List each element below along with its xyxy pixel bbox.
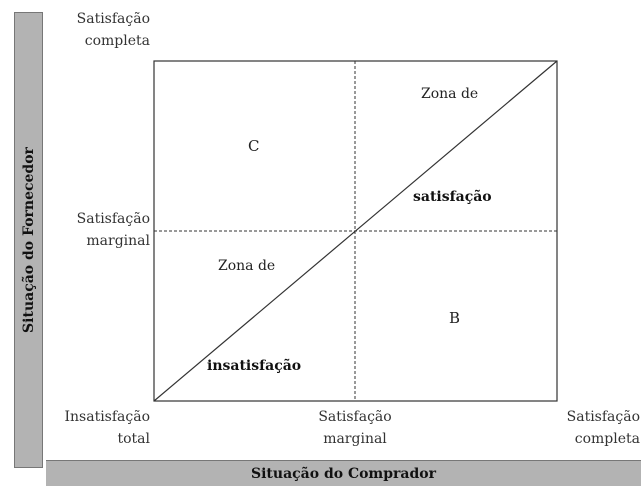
lower-zone-label-line1: Zona de bbox=[218, 258, 276, 274]
x-axis-bar: Situação do Comprador bbox=[46, 460, 641, 486]
diagonal-line bbox=[153, 60, 558, 402]
x-level-right: Satisfação completa bbox=[566, 409, 640, 447]
upper-zone-label-line1: Zona de bbox=[421, 86, 479, 102]
y-level-top: Satisfação completa bbox=[76, 11, 150, 49]
quadrant-c-label: C bbox=[248, 137, 260, 155]
y-level-bottom: Insatisfação total bbox=[64, 409, 150, 447]
quadrant-b-label: B bbox=[449, 309, 461, 327]
lower-zone-label-line2: insatisfação bbox=[207, 358, 302, 374]
x-level-middle: Satisfação marginal bbox=[318, 409, 392, 447]
y-level-middle: Satisfação marginal bbox=[76, 211, 150, 249]
y-axis-bar: Situação do Fornecedor bbox=[14, 12, 43, 468]
x-axis-title: Situação do Comprador bbox=[251, 465, 436, 482]
upper-zone-label-line2: satisfação bbox=[413, 189, 492, 205]
